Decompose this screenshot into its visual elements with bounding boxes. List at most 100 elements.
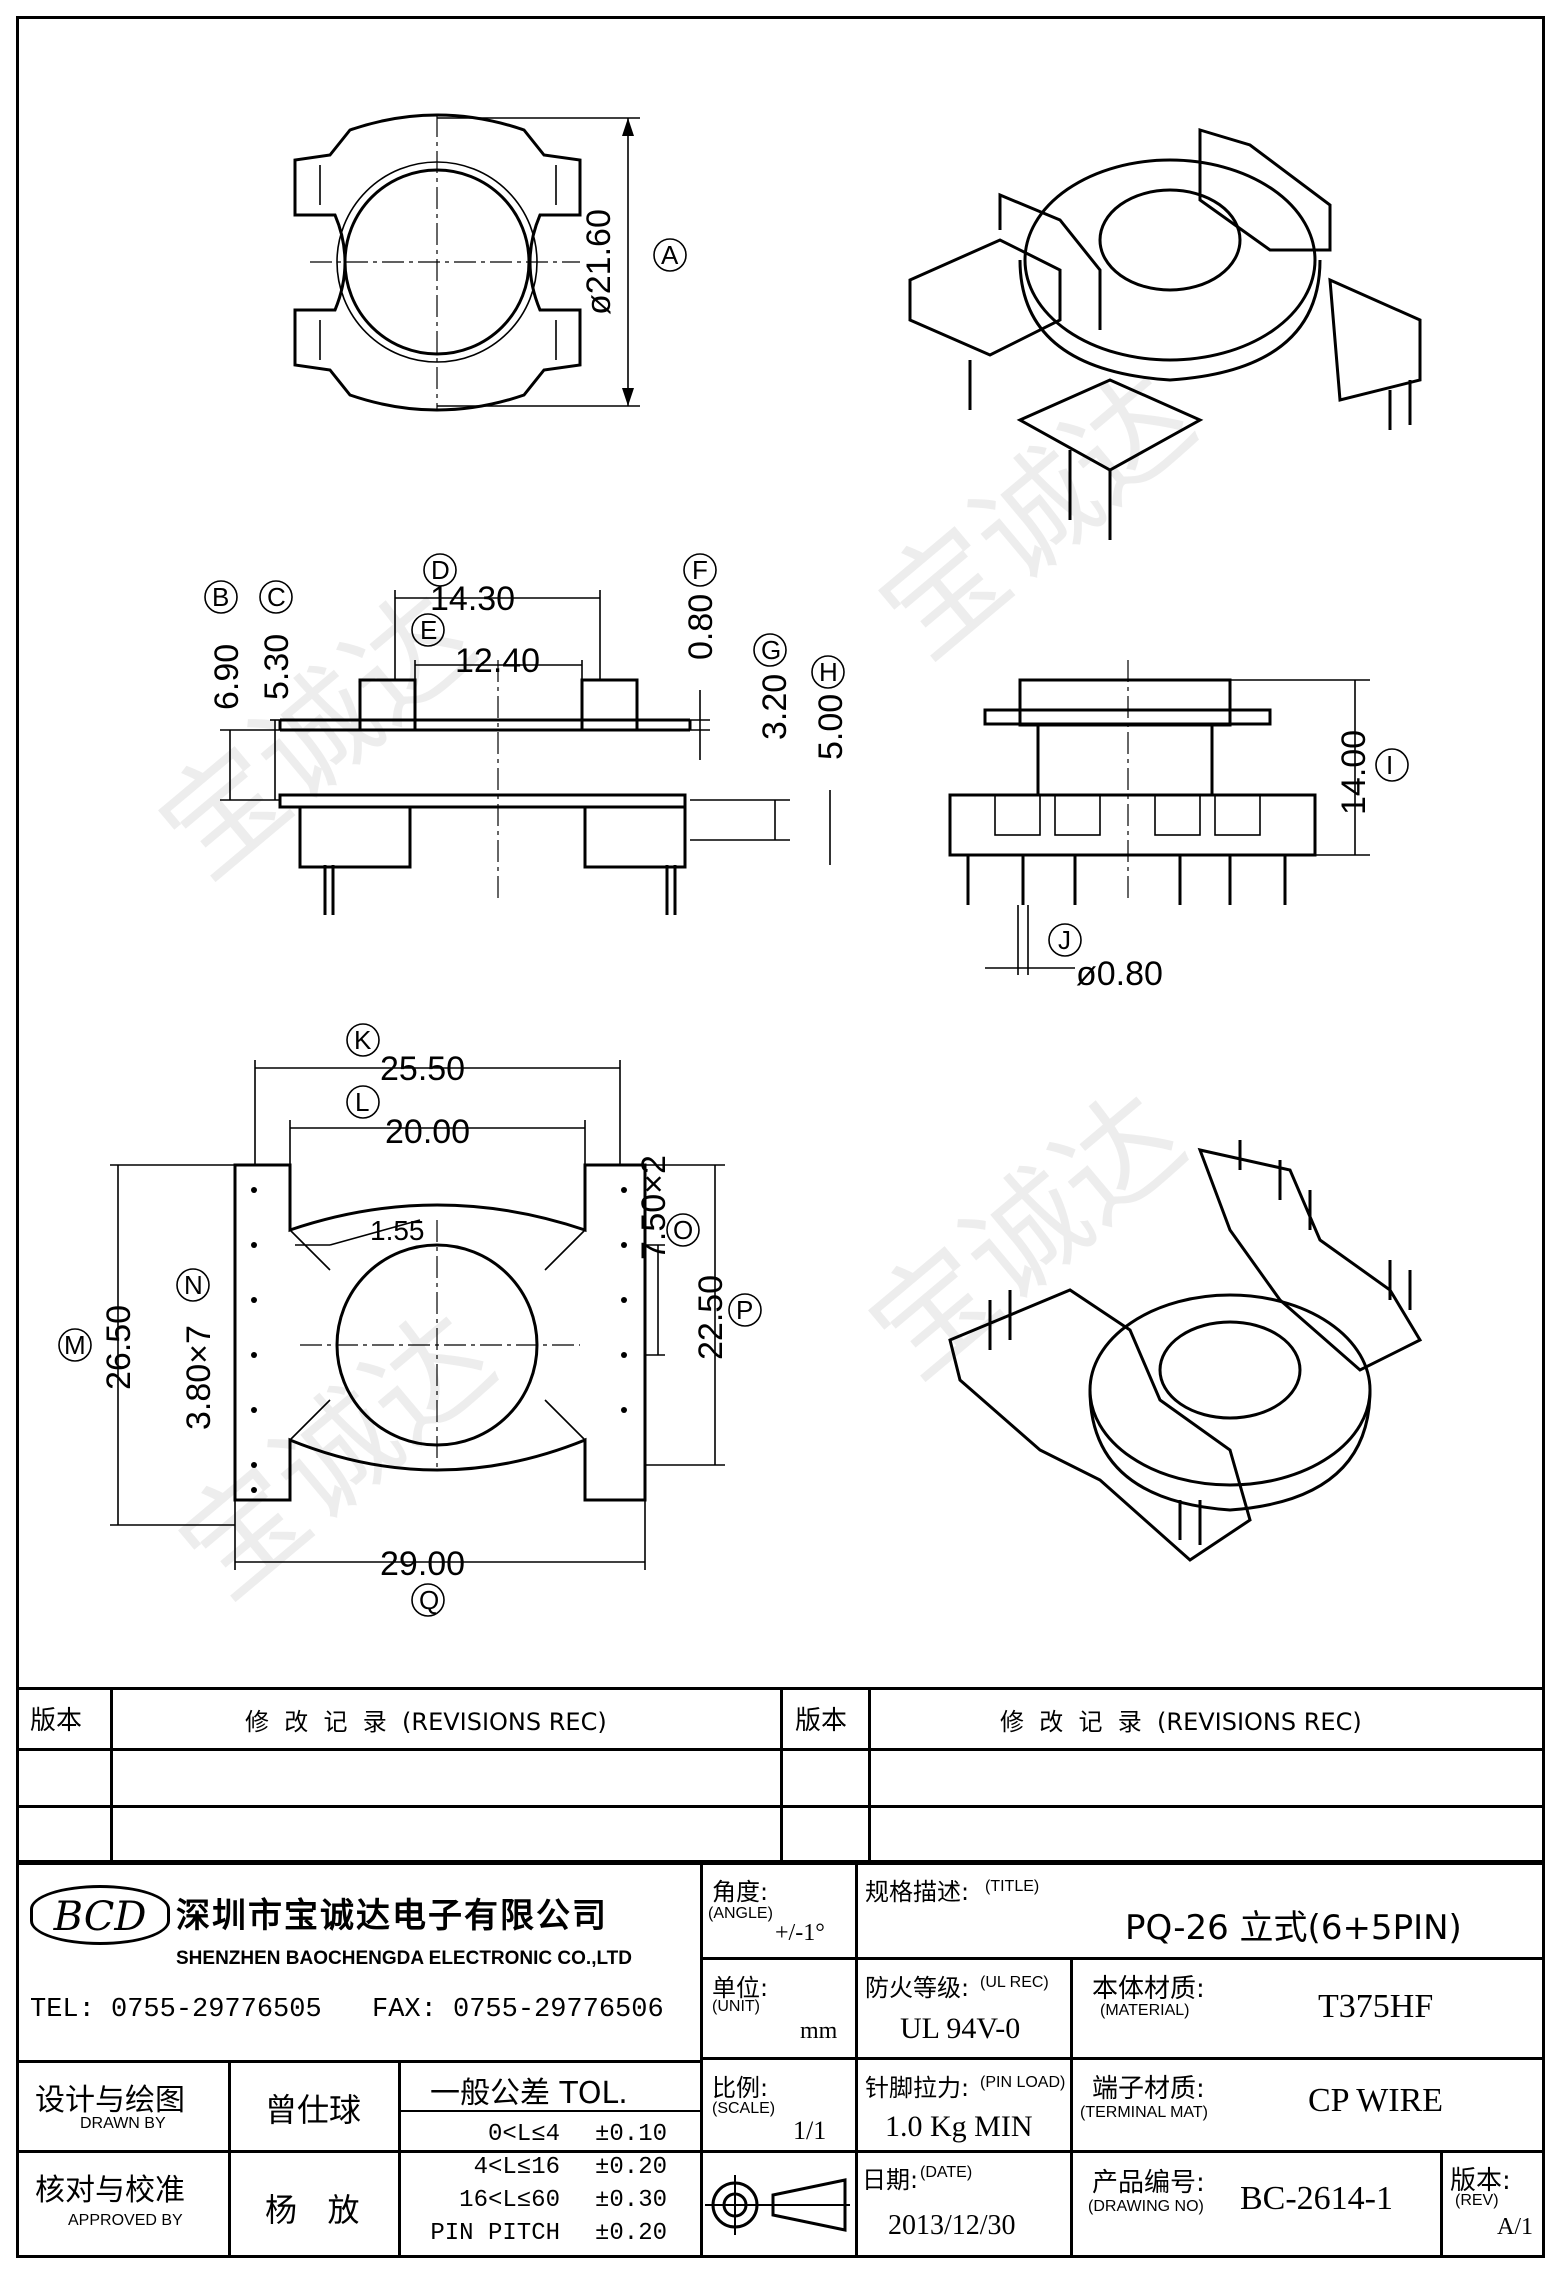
tolerance-row: 4<L≤16±0.20 <box>473 2154 668 2181</box>
dim-Q-text: 29.00 <box>380 1545 465 1583</box>
title-sub: (TITLE) <box>985 1878 1040 1895</box>
drawing-no-label: 产品编号: <box>1092 2168 1205 2198</box>
bottom-view <box>110 1060 725 1570</box>
svg-text:G: G <box>761 635 781 665</box>
isometric-view-top <box>908 127 1422 540</box>
drawing-sheet <box>16 16 1545 2258</box>
unit-value: mm <box>800 2018 838 2044</box>
approved-by-value: 杨 放 <box>265 2191 360 2229</box>
material-label: 本体材质: <box>1092 1974 1205 2004</box>
titleblock-divider <box>1440 2150 1443 2258</box>
titleblock-divider <box>398 2060 401 2258</box>
rev-sub: (REV) <box>1455 2192 1499 2209</box>
svg-text:B: B <box>212 582 229 612</box>
material-value: T375HF <box>1318 1988 1434 2025</box>
svg-text:Q: Q <box>419 1585 439 1615</box>
front-view <box>948 660 1370 975</box>
pinload-value: 1.0 Kg MIN <box>885 2110 1033 2143</box>
ul-value: UL 94V-0 <box>900 2012 1021 2045</box>
rev-label: 版本: <box>1450 2166 1511 2196</box>
dim-A-text: ø21.60 <box>580 209 618 315</box>
approved-by-label: 核对与校准 <box>35 2173 185 2208</box>
unit-sub: (UNIT) <box>712 1998 760 2015</box>
ul-label: 防火等级: <box>865 1974 970 2002</box>
drawing-no-sub: (DRAWING NO) <box>1088 2198 1204 2215</box>
dim-C-text: 5.30 <box>258 634 296 700</box>
titleblock-divider <box>228 2060 231 2258</box>
svg-text:O: O <box>673 1215 693 1245</box>
company-name-cn: 深圳市宝诚达电子有限公司 <box>176 1896 608 1936</box>
dim-I-text: 14.00 <box>1335 730 1373 815</box>
scale-sub: (SCALE) <box>712 2100 776 2117</box>
svg-text:A: A <box>661 240 679 270</box>
dim-K-text: 25.50 <box>380 1050 465 1088</box>
rev-header-record: 修 改 记 录 (REVISIONS REC) <box>245 1708 607 1736</box>
titleblock-divider <box>700 2150 1545 2153</box>
svg-text:D: D <box>431 555 450 585</box>
dim-M-text: 26.50 <box>100 1305 138 1390</box>
titleblock-divider <box>700 2057 1545 2060</box>
approved-by-sub: APPROVED BY <box>68 2212 183 2229</box>
terminal-label: 端子材质: <box>1092 2074 1205 2104</box>
svg-text:M: M <box>64 1330 86 1360</box>
ul-sub: (UL REC) <box>980 1974 1049 1991</box>
svg-text:L: L <box>355 1087 369 1117</box>
svg-text:C: C <box>267 582 286 612</box>
rev-col-divider <box>868 1687 871 1860</box>
titleblock-divider <box>700 1862 703 2258</box>
angle-sub: (ANGLE) <box>708 1905 773 1922</box>
dim-N-text: 3.80×7 <box>180 1325 218 1430</box>
titleblock-divider <box>700 1957 1545 1960</box>
tolerance-table: 0<L≤4±0.10 4<L≤16±0.20 16<L≤60±0.30 PIN … <box>410 2118 695 2250</box>
rev-value: A/1 <box>1497 2214 1533 2240</box>
titleblock-top-border <box>16 1862 1545 1865</box>
company-logo: BCD <box>30 1885 170 1945</box>
dim-P-text: 22.50 <box>692 1275 730 1360</box>
tolerance-title: 一般公差 TOL. <box>430 2076 628 2111</box>
pinload-sub: (PIN LOAD) <box>980 2074 1066 2091</box>
top-view <box>293 113 640 412</box>
designed-by-sub: DRAWN BY <box>80 2115 166 2132</box>
dim-B-text: 6.90 <box>208 644 246 710</box>
dim-J-text: ø0.80 <box>1076 955 1163 993</box>
rev-row-divider <box>16 1860 1545 1863</box>
angle-value: +/-1° <box>775 1920 825 1946</box>
titleblock-divider <box>16 2150 701 2153</box>
dim-L-text: 20.00 <box>385 1113 470 1151</box>
designed-by-label: 设计与绘图 <box>35 2083 185 2118</box>
rev-header-version-2: 版本 <box>795 1706 848 1736</box>
dim-O-text: 7.50×2 <box>635 1155 673 1260</box>
svg-text:P: P <box>736 1295 753 1325</box>
titleblock-divider <box>855 1862 858 2258</box>
dim-F-text: 0.80 <box>682 594 720 660</box>
drawing-no-value: BC-2614-1 <box>1240 2180 1393 2217</box>
dim-D-text: 14.30 <box>430 580 515 618</box>
company-tel: TEL: 0755-29776505 <box>30 1995 322 2025</box>
titleblock-divider <box>16 2060 701 2063</box>
dim-G-text: 3.20 <box>756 674 794 740</box>
projection-symbol-icon <box>705 2175 850 2235</box>
terminal-value: CP WIRE <box>1308 2082 1444 2119</box>
side-view <box>220 590 831 915</box>
svg-text:I: I <box>1386 750 1393 780</box>
unit-label: 单位: <box>712 1974 769 2002</box>
scale-value: 1/1 <box>793 2116 827 2145</box>
titleblock-divider <box>398 2110 700 2112</box>
tolerance-row: 0<L≤4±0.10 <box>487 2121 668 2148</box>
scale-label: 比例: <box>712 2074 769 2102</box>
material-sub: (MATERIAL) <box>1100 2002 1190 2019</box>
date-label: 日期: <box>862 2166 919 2194</box>
date-value: 2013/12/30 <box>888 2210 1016 2241</box>
isometric-view-bottom <box>948 1140 1423 1562</box>
pinload-label: 针脚拉力: <box>865 2074 970 2102</box>
rev-col-divider <box>110 1687 113 1860</box>
tolerance-row: PIN PITCH±0.20 <box>430 2220 668 2247</box>
technical-drawing: ø21.60 A 14.30 12.40 6 <box>58 113 1423 1617</box>
rev-col-divider <box>780 1687 783 1860</box>
date-sub: (DATE) <box>920 2164 973 2181</box>
designed-by-value: 曾仕球 <box>265 2091 362 2129</box>
titleblock-divider <box>1070 1957 1073 2258</box>
svg-text:N: N <box>184 1270 203 1300</box>
svg-text:K: K <box>354 1025 372 1055</box>
dim-H-text: 5.00 <box>812 694 850 760</box>
